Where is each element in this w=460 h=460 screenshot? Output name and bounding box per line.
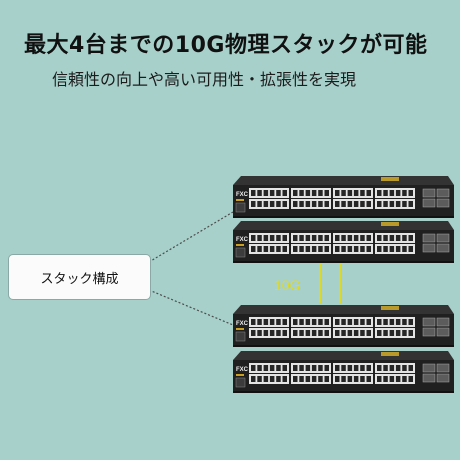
stack-connectors xyxy=(148,211,234,326)
10g-link-label: 10G xyxy=(274,277,301,293)
page-subtitle: 信頼性の向上や高い可用性・拡張性を実現 xyxy=(52,70,357,89)
sfp-ports xyxy=(422,363,450,383)
stack-configuration-label: スタック構成 xyxy=(40,271,119,287)
sfp-ports xyxy=(422,233,450,253)
switch-brand-logo: FXC xyxy=(236,367,249,373)
sfp-ports xyxy=(422,188,450,208)
switches: FXC FXC FXC FXC xyxy=(233,176,454,393)
ethernet-ports xyxy=(249,233,415,254)
switch-2: FXC xyxy=(233,221,454,263)
10g-link-cables xyxy=(319,264,341,303)
ethernet-ports xyxy=(249,363,415,384)
ethernet-ports xyxy=(249,317,415,338)
page-title: 最大4台までの10G物理スタックが可能 xyxy=(24,33,428,58)
connector-top xyxy=(148,211,234,263)
switch-4: FXC xyxy=(233,351,454,393)
switch-3: FXC xyxy=(233,305,454,347)
switch-brand-logo: FXC xyxy=(236,321,249,327)
switch-brand-logo: FXC xyxy=(236,237,249,243)
connector-bottom xyxy=(148,289,234,326)
stack-configuration-box: スタック構成 xyxy=(8,254,151,300)
ethernet-ports xyxy=(249,188,415,209)
sfp-ports xyxy=(422,317,450,337)
switch-1: FXC xyxy=(233,176,454,218)
switch-brand-logo: FXC xyxy=(236,192,249,198)
